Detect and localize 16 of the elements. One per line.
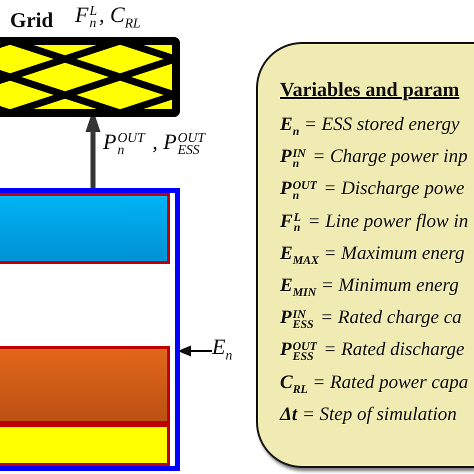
definition-line: E$_{n}$ = ESS stored energy [280,114,460,136]
definition-line: P$_{ESS}$$^{IN}$ = Rated charge ca [280,307,462,330]
variable-symbol: E$_{n}$ [212,334,232,360]
grid-heading: Grid [10,8,54,33]
definitions-panel [256,42,474,468]
definition-line: E$_{MAX}$ = Maximum energ [280,242,464,265]
definition-line: E$_{MIN}$ = Minimum energ [280,275,459,297]
grid-annotation: F$_{n}$$^{L}$, C$_{RL}$ [75,2,141,29]
definition-line: F$_{n}$$^{L}$ = Line power flow in [280,210,468,234]
definition-line: P$_{n}$$^{OUT}$ = Discharge powe [280,178,464,201]
definition-line: P$_{n}$$^{IN}$ = Charge power inp [280,146,468,169]
definition-line: P$_{ESS}$$^{OUT}$ = Rated discharge [280,339,464,362]
panel-heading: Variables and param [280,79,460,102]
definition-line: C$_{RL}$ = Rated power capa [280,372,468,394]
definition-line: Δt = Step of simulation [280,404,457,426]
storage-tank [0,188,180,471]
